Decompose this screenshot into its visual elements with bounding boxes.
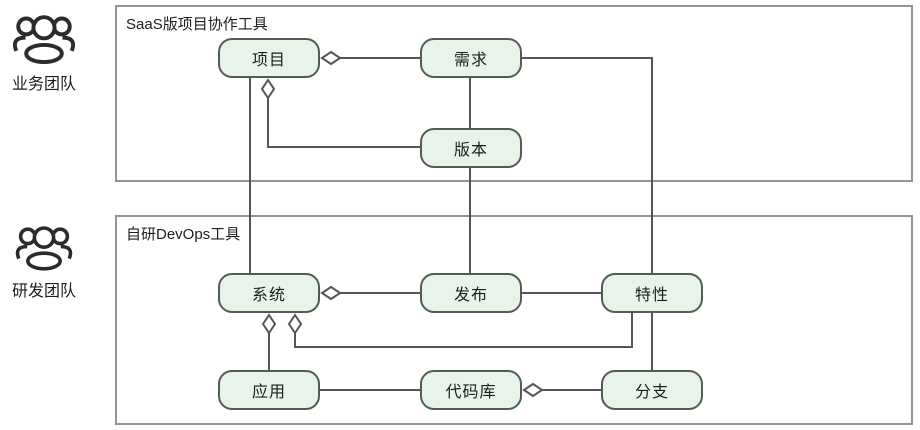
- aggregation-diamond-system-release: [320, 285, 342, 301]
- aggregation-diamond-repository-branch: [522, 382, 544, 398]
- team-rnd-label: 研发团队: [11, 283, 76, 300]
- node-feature: 特性: [601, 273, 703, 313]
- node-branch: 分支: [601, 370, 703, 410]
- edge-project-version: [267, 98, 420, 148]
- team-business-label: 业务团队: [11, 76, 76, 93]
- group-icon: [15, 226, 73, 271]
- node-release: 发布: [420, 273, 522, 313]
- saas-container-title: SaaS版项目协作工具: [126, 16, 268, 33]
- node-project: 项目: [218, 38, 320, 78]
- saas-container-box: SaaS版项目协作工具: [115, 5, 913, 182]
- node-system: 系统: [218, 273, 320, 313]
- aggregation-diamond-project-version: [260, 78, 276, 100]
- aggregation-diamond-system-feature: [287, 313, 303, 335]
- node-repository: 代码库: [420, 370, 522, 410]
- node-version: 版本: [420, 128, 522, 168]
- node-requirement: 需求: [420, 38, 522, 78]
- devops-container-title: 自研DevOps工具: [126, 226, 241, 243]
- team-business: 业务团队: [2, 6, 86, 94]
- aggregation-diamond-project-requirement: [320, 50, 342, 66]
- team-rnd: 研发团队: [2, 217, 86, 301]
- aggregation-diamond-system-application: [261, 313, 277, 335]
- node-application: 应用: [218, 370, 320, 410]
- edge-system-feature: [294, 313, 633, 348]
- edge-requirement-feature: [522, 57, 653, 273]
- group-icon: [12, 15, 76, 65]
- devops-container-box: 自研DevOps工具: [115, 215, 913, 425]
